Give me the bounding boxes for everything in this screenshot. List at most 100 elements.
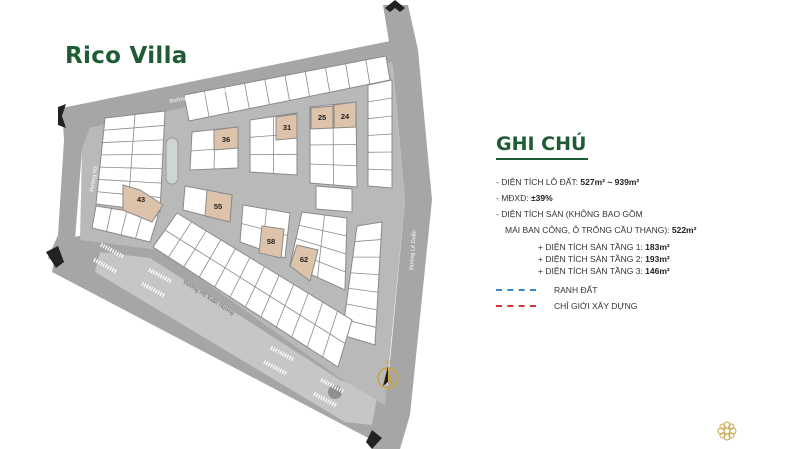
floor-area-value: 522m² bbox=[671, 225, 697, 235]
lot-divider bbox=[348, 287, 379, 293]
lot-shape bbox=[258, 225, 285, 259]
lot-shape bbox=[289, 244, 319, 282]
lot-divider bbox=[198, 239, 222, 278]
red-dashed-line-icon bbox=[496, 305, 536, 307]
lot-divider bbox=[229, 257, 251, 298]
highlighted-lot-55[interactable]: 55 bbox=[204, 189, 233, 223]
legend-setback-line: CHỈ GIỚI XÂY DỰNG bbox=[496, 298, 696, 314]
lot-number: 62 bbox=[300, 255, 308, 264]
lot-divider bbox=[367, 97, 393, 103]
lot-shape bbox=[310, 105, 334, 130]
lot-number: 55 bbox=[214, 202, 222, 211]
lot-divider bbox=[304, 71, 310, 97]
lot-divider bbox=[322, 310, 338, 358]
lot-divider bbox=[106, 208, 112, 232]
lot-divider bbox=[346, 303, 378, 311]
highlighted-lot-25[interactable]: 25 bbox=[310, 105, 334, 130]
land-area-value: 527m² ~ 939m² bbox=[580, 177, 640, 187]
density-value: ±39% bbox=[530, 193, 553, 203]
arrow-icon bbox=[46, 246, 64, 268]
setback-label: CHỈ GIỚI XÂY DỰNG bbox=[554, 301, 638, 311]
parking-marking bbox=[100, 243, 124, 259]
lot-divider bbox=[345, 63, 351, 89]
floor-2-label: + DIỆN TÍCH SÀN TẦNG 2: bbox=[538, 254, 646, 264]
arrow-icon bbox=[366, 430, 382, 449]
floor-2-row: + DIỆN TÍCH SÀN TẦNG 2: 193m² bbox=[496, 253, 696, 265]
lot-block bbox=[341, 221, 383, 346]
highlighted-lot-36[interactable]: 36 bbox=[213, 126, 239, 151]
arrow-icon bbox=[58, 104, 66, 128]
parking-marking bbox=[141, 282, 165, 298]
lot-number: 24 bbox=[341, 112, 350, 121]
parking-marking bbox=[148, 268, 172, 284]
compass-north-label: N bbox=[386, 360, 390, 366]
lot-number: 43 bbox=[137, 195, 145, 204]
lot-shape bbox=[122, 184, 164, 223]
floor-3-value: 146m² bbox=[645, 266, 670, 276]
parking-marking bbox=[263, 360, 287, 376]
lot-shape bbox=[204, 189, 233, 223]
street-label-left: Đường N3 bbox=[89, 166, 99, 193]
lot-divider bbox=[317, 214, 325, 278]
lot-divider bbox=[365, 59, 371, 85]
parking-marking bbox=[313, 392, 337, 408]
lot-divider bbox=[260, 275, 280, 318]
lot-divider bbox=[350, 272, 380, 276]
lot-divider bbox=[284, 75, 290, 101]
blue-dashed-line-icon bbox=[496, 289, 536, 291]
lot-number: 58 bbox=[267, 237, 275, 246]
highlighted-lot-24[interactable]: 24 bbox=[333, 101, 357, 129]
lot-divider bbox=[168, 221, 192, 258]
lot-shape bbox=[275, 113, 298, 141]
highlighted-lot-43[interactable]: 43 bbox=[122, 184, 164, 223]
lot-number: 31 bbox=[283, 123, 291, 132]
floor-1-value: 183m² bbox=[645, 242, 670, 252]
floor-area-label-2: MÁI BAN CÔNG, Ô TRỐNG CẦU THANG): bbox=[505, 225, 672, 235]
street-label-right: Đường Lê Duẩn bbox=[408, 230, 418, 270]
floor-1-label: + DIỆN TÍCH SÀN TẦNG 1: bbox=[538, 242, 646, 252]
land-area-row: - DIỆN TÍCH LÔ ĐẤT: 527m² ~ 939m² bbox=[496, 174, 696, 190]
arrow-icon bbox=[385, 0, 405, 12]
compass-icon: N bbox=[377, 360, 399, 389]
lot-divider bbox=[354, 239, 382, 242]
lot-number: 36 bbox=[222, 135, 230, 144]
project-title: Rico Villa bbox=[65, 43, 188, 69]
lot-divider bbox=[244, 83, 250, 109]
lot-divider bbox=[325, 67, 331, 93]
land-area-label: - DIỆN TÍCH LÔ ĐẤT: bbox=[496, 177, 581, 187]
lot-divider bbox=[224, 87, 230, 113]
lot-divider bbox=[264, 79, 270, 105]
lot-divider bbox=[203, 91, 210, 117]
lot-shape bbox=[333, 101, 357, 129]
lot-divider bbox=[120, 210, 128, 236]
legend-boundary-line: RANH ĐẤT bbox=[496, 282, 696, 298]
lot-divider bbox=[367, 115, 393, 120]
lot-block bbox=[95, 110, 166, 213]
lot-divider bbox=[275, 284, 295, 328]
lot-shape bbox=[213, 126, 239, 151]
lot-divider bbox=[245, 266, 265, 308]
lot-divider bbox=[367, 133, 393, 136]
highlighted-lots: 36 31 25 24 43 55 58 62 bbox=[122, 101, 357, 282]
floor-2-value: 193m² bbox=[645, 254, 670, 264]
floor-3-row: + DIỆN TÍCH SÀN TẦNG 3: 146m² bbox=[496, 265, 696, 277]
legend-heading: GHI CHÚ bbox=[496, 133, 588, 160]
floor-3-label: + DIỆN TÍCH SÀN TẦNG 3: bbox=[538, 266, 646, 276]
lot-divider bbox=[367, 168, 393, 171]
highlighted-lot-31[interactable]: 31 bbox=[275, 113, 298, 141]
density-label: - MĐXD: bbox=[496, 193, 531, 203]
brand-logo-icon bbox=[717, 421, 737, 441]
density-row: - MĐXD: ±39% bbox=[496, 190, 696, 206]
parking-marking bbox=[270, 346, 294, 362]
lot-divider bbox=[291, 293, 309, 338]
floor-area-row: MÁI BAN CÔNG, Ô TRỐNG CẦU THANG): 522m² bbox=[496, 222, 696, 238]
parking-marking bbox=[320, 378, 344, 394]
highlighted-lot-58[interactable]: 58 bbox=[258, 225, 285, 259]
legend-panel: GHI CHÚ - DIỆN TÍCH LÔ ĐẤT: 527m² ~ 939m… bbox=[496, 133, 696, 314]
highlighted-lot-62[interactable]: 62 bbox=[289, 244, 319, 282]
lot-number: 25 bbox=[318, 113, 326, 122]
floor-1-row: + DIỆN TÍCH SÀN TẦNG 1: 183m² bbox=[496, 241, 696, 253]
parking-marking bbox=[93, 258, 117, 274]
lot-block bbox=[315, 185, 353, 213]
